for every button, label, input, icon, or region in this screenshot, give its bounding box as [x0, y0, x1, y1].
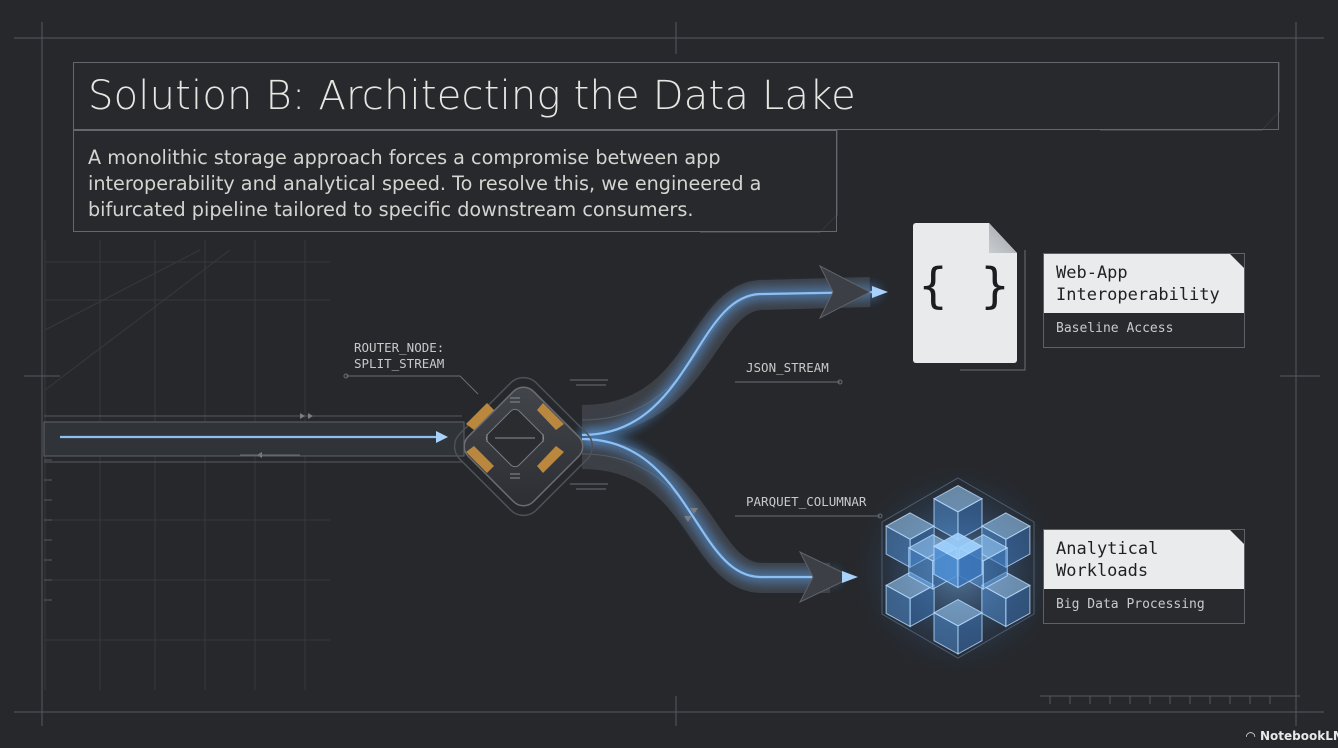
notebooklm-logo-icon: ◠	[1246, 729, 1256, 743]
cube-4	[980, 571, 1031, 628]
parquet-stream-label: PARQUET_COLUMNAR	[746, 494, 867, 509]
title-panel: Solution B: Architecting the Data Lake	[73, 62, 1279, 130]
input-stream	[43, 413, 465, 463]
cube-8	[932, 532, 984, 589]
logo-text: NotebookLM	[1260, 729, 1338, 743]
cube-0	[932, 484, 984, 541]
web-app-title-line2: Interoperability	[1056, 285, 1220, 305]
web-app-card: Web-App Interoperability Baseline Access	[1043, 253, 1245, 348]
cube-5-right-face	[957, 611, 983, 655]
analytical-card-subtitle: Big Data Processing	[1056, 597, 1205, 612]
analytical-title-line2: Workloads	[1056, 561, 1149, 581]
description-panel: A monolithic storage approach forces a c…	[73, 130, 837, 232]
cube-3-right-face	[909, 584, 935, 628]
router-node	[453, 376, 594, 517]
blueprint-grid	[44, 240, 330, 690]
cube-4-right-face	[1005, 584, 1031, 628]
page-title: Solution B: Architecting the Data Lake	[88, 73, 856, 119]
cube-7-right-face	[982, 546, 1008, 590]
cube-layer	[885, 484, 1031, 655]
web-app-card-subtitle: Baseline Access	[1056, 321, 1174, 336]
cube-5	[932, 598, 984, 655]
router-label-line2: SPLIT_STREAM	[354, 356, 445, 371]
notebooklm-logo: ◠ NotebookLM	[1246, 728, 1338, 744]
cube-8-right-face	[957, 545, 983, 589]
json-stream-label: JSON_STREAM	[746, 360, 829, 375]
analytical-card: Analytical Workloads Big Data Processing	[1043, 529, 1245, 624]
router-annotation: ROUTER_NODE: SPLIT_STREAM	[354, 340, 444, 372]
annotation-leaders	[343, 250, 1026, 519]
json-braces-glyph: { }	[918, 258, 1012, 314]
analytical-card-title: Analytical Workloads	[1044, 530, 1244, 589]
branch-streams	[581, 264, 888, 604]
web-app-title-line1: Web-App	[1056, 263, 1128, 283]
analytical-title-line1: Analytical	[1056, 539, 1159, 559]
web-app-card-title: Web-App Interoperability	[1044, 254, 1244, 313]
router-label-line1: ROUTER_NODE:	[354, 340, 445, 355]
description-text: A monolithic storage approach forces a c…	[88, 146, 762, 221]
frame-lines	[14, 22, 1324, 726]
